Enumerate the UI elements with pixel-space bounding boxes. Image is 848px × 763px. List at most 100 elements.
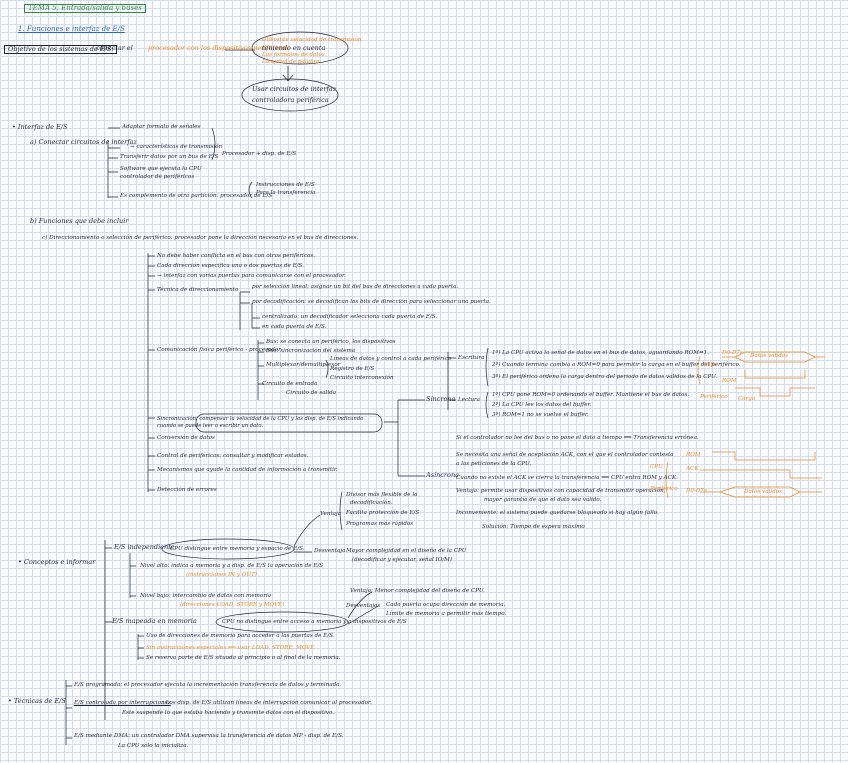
funciones-item: en cada puerta de E/S. — [262, 324, 327, 330]
problem-item: Los formatos de datos — [262, 52, 325, 58]
timing-label: CPU — [704, 362, 717, 368]
objective-tail: teniendo en cuenta — [262, 44, 326, 52]
asincrona-text: Solución: Tiempo de espera máximo — [482, 524, 585, 530]
funciones-item: → interfaz con varias puertas para comun… — [157, 273, 346, 279]
asincrona-label: Asíncrona — [426, 471, 460, 479]
timing-label: Carga — [738, 396, 756, 402]
asincrona-text: Ventaja: permite usar dispositivos con c… — [456, 488, 666, 494]
timing-label: ROM — [722, 378, 737, 384]
mapeada-text: CPU no distingue entre acceso a memoria … — [222, 619, 407, 625]
ventaja-item: Programas más rápidos — [346, 521, 414, 527]
funciones-item: Líneas de datos y control a cada perifér… — [330, 356, 452, 362]
independiente-label: E/S independiente — [114, 543, 175, 551]
escritura-step: 2º) Cuando termina cambia a ROM=0 para p… — [492, 362, 741, 368]
timing-label: Periférico — [700, 394, 728, 400]
solution-line: Usar circuitos de interfaz — [252, 85, 337, 93]
objective-text: conectar el — [96, 44, 133, 52]
asincrona-text: Cuando no existe el ACK se cierra la tra… — [456, 475, 678, 481]
interfaz-item: Transferir datos por un bus de E/S — [120, 154, 219, 160]
tecnica-dma-sub: La CPU sólo la inicializa. — [118, 743, 189, 749]
tecnica-int-text: Este suspende lo que estaba haciendo y t… — [122, 710, 335, 716]
interfaz-bracket: Para la transferencia — [256, 190, 316, 196]
funciones-item: Circuito de entrada — [262, 381, 318, 387]
tecnica-int-text: : Los disp. de E/S utilizan líneas de in… — [162, 700, 372, 706]
funciones-direccionamiento: c) Direccionamiento o selección de perif… — [42, 235, 359, 241]
map-desventaja-item: Cada puerta ocupa dirección de memoria. — [386, 602, 506, 608]
tecnica-interrupciones: E/S controlada por interrupciones — [74, 700, 171, 706]
interfaz-label: • Interfaz de E/S — [12, 123, 68, 131]
problem-item: Diferente velocidad de transmisión — [262, 37, 362, 43]
funciones-item: Cada dirección especifica una o dos puer… — [157, 263, 304, 269]
interfaz-item: Software que ejecuta la CPU — [120, 166, 202, 172]
interfaz-item: controlador de periféricos — [120, 174, 195, 180]
mapeada-item: Se reserva parte de E/S situada al princ… — [146, 655, 341, 661]
tecnica-programada: E/S programada: el procesador ejecuta la… — [74, 682, 342, 688]
nivel-bajo: Nivel bajo: intercambio de datos con mem… — [140, 593, 272, 599]
escritura-label: Escritura — [458, 355, 485, 361]
interfaz-item: Es complemento de otra partición: proces… — [120, 193, 273, 199]
timing-label: D0-D7s — [722, 350, 743, 356]
funciones-label: b) Funciones que debe incluir — [30, 217, 129, 225]
funciones-item: Multiplexor/demultiplexor — [266, 362, 341, 368]
interfaz-bracket: Instrucciones de E/S — [256, 182, 315, 188]
lectura-label: Lectura — [458, 397, 481, 403]
page-title: TEMA 5: Entrada/salida y buses — [24, 4, 146, 13]
asincrona-text: Se necesita una señal de aceptación ACK,… — [456, 452, 674, 458]
interfaz-bracket: Procesador + disp. de E/S — [222, 151, 297, 157]
escritura-step: 3º) El periférico ordena la carga dentro… — [492, 374, 718, 380]
timing-label: D0-D7s — [686, 488, 707, 494]
mapeada-label: E/S mapeada en memoria — [112, 617, 197, 625]
lectura-step: 1º) CPU pone ROM=0 ordenando el buffer. … — [492, 392, 690, 398]
desventaja-text: Mayor complejidad en el diseño de la CPU — [346, 548, 467, 554]
map-ventaja: Ventaja: Menor complejidad del diseño de… — [350, 588, 485, 594]
desventaja-text: (decodificar y ejecutar, señal IO/M) — [352, 557, 453, 563]
funciones-item: Circuito de salida — [286, 390, 337, 396]
tecnica-dma: E/S mediante DMA: un controlador DMA sup… — [74, 733, 344, 739]
lectura-step: 2º) La CPU lee los datos del buffer. — [492, 402, 592, 408]
timing-label: CPU — [650, 464, 663, 470]
conceptos-label: • Conceptos e informar — [18, 558, 96, 566]
timing-label: Datos válidos — [744, 489, 782, 495]
ventaja-label: Ventaja — [320, 511, 342, 517]
funciones-item: Conversión de datos — [157, 435, 215, 441]
asincrona-text: mayor garantía de que el dato sea válido… — [484, 497, 602, 503]
funciones-item: centralizada: un decodificador seleccion… — [262, 314, 438, 320]
nivel-alto: Nivel alto: indica a memoria y a disp. d… — [140, 563, 324, 569]
tecnicas-label: • Técnicas de E/S — [8, 697, 66, 705]
funciones-item: Registro de E/S — [330, 366, 375, 372]
funciones-item: por selección lineal: asignar un bit del… — [252, 284, 459, 290]
ventaja-item: decodificación. — [350, 500, 393, 506]
map-desventaja: Desventajas — [346, 603, 381, 609]
objective-label: Objetivo de los sistemas de E/S: — [4, 45, 118, 54]
timing-label: Periférico — [650, 486, 678, 492]
funciones-item: Comunicación física periférico - procesa… — [157, 347, 281, 353]
mapeada-item: Sin instrucciones especiales ⟹ usar LOAD… — [146, 645, 315, 651]
funciones-item: Detección de errores — [157, 487, 217, 493]
interfaz-circuit: a) Conectar circuitos de interfaz — [30, 138, 137, 146]
funciones-item: Circuito interconexión — [330, 375, 394, 381]
mapeada-item: Uso de direcciones de memoria para acced… — [146, 633, 335, 639]
sincrona-label: Síncrona — [426, 395, 456, 403]
ventaja-item: Facilita protección de E/S — [346, 510, 420, 516]
funciones-item: Mecanismos que ayude la cantidad de info… — [157, 467, 338, 473]
ventaja-item: Divisor más flexible de la — [346, 492, 418, 498]
solution-line: controladora periférica — [252, 96, 329, 104]
independiente-text: CPU distingue entre memoria y espacio de… — [170, 546, 305, 552]
asincrona-text: a las peticiones de la CPU. — [456, 461, 532, 467]
funciones-item: Técnica de direccionamiento — [157, 287, 239, 293]
interfaz-item: Adaptar formato de señales — [122, 124, 201, 130]
funciones-item: Sincronización: compensar la velocidad d… — [157, 416, 364, 429]
escritura-step: 1º) La CPU activa la señal de datos en e… — [492, 350, 709, 356]
funciones-item: Control de periféricos: consultar y modi… — [157, 453, 309, 459]
problem-item: Longitud de palabra — [262, 59, 320, 65]
funciones-item: Bus: se conecta un periférico, los dispo… — [266, 339, 396, 345]
lectura-step: 3º) ROM=1 no se vuelve el buffer. — [492, 412, 589, 418]
funciones-item: No debe haber conflicto en el bus con ot… — [157, 253, 315, 259]
nivel-alto-sub: (instrucciones IN y OUT) — [186, 572, 257, 578]
desventaja-label: Desventaja — [314, 548, 346, 554]
sincrona-note: Si el controlador no lee del bus o no po… — [456, 435, 699, 441]
nivel-bajo-sub: (direcciones LOAD, STORE y MOVE) — [180, 602, 285, 608]
timing-label: Datos válidos — [750, 353, 788, 359]
funciones-item: Bus: sincronización del sistema — [266, 348, 356, 354]
